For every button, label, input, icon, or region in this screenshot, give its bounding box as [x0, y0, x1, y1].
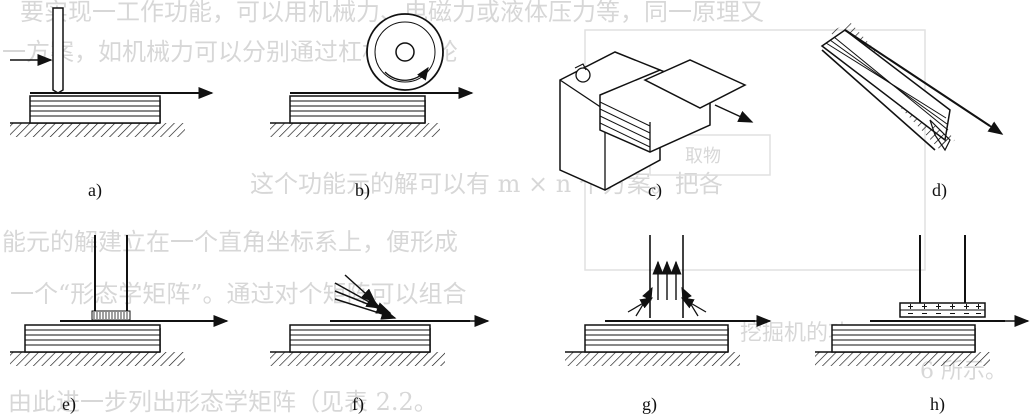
panel-label-a: a) [88, 180, 102, 201]
panel-label-f: f) [352, 394, 364, 415]
top-sheet [844, 29, 991, 127]
panel-label-h: h) [930, 394, 945, 415]
panel-label-g: g) [642, 394, 657, 415]
bg-line-4: 能元的解建立在一个直角坐标系上，便形成 [2, 228, 458, 256]
ramp-line [821, 49, 936, 151]
sheet-stack [584, 324, 729, 353]
panel-label-c: c) [648, 180, 662, 201]
panel-a: a) [10, 7, 214, 201]
sheet-stack [24, 324, 161, 353]
output-arrow [714, 104, 754, 123]
pusher-plate [52, 7, 64, 94]
output-arrow [974, 115, 1004, 135]
panel-b: b) [270, 13, 474, 201]
top-sheet [643, 59, 747, 109]
bg-line-3: 这个功能元的解可以有 m × n 个方案。把各 [250, 170, 723, 198]
panel-e: e) [10, 235, 229, 415]
friction-roller [366, 13, 444, 91]
sheet-stack [289, 95, 426, 124]
panel-label-d: d) [932, 180, 947, 201]
panel-label-e: e) [62, 394, 76, 415]
sheet-stack [29, 95, 161, 124]
sheet-stack [831, 324, 976, 353]
ground-hatch [270, 352, 445, 366]
adhesive-pad [91, 310, 131, 321]
panel-d: d) [820, 22, 1004, 201]
ground-hatch [565, 352, 740, 366]
sheet-stack [820, 29, 951, 142]
electrostatic-plate [899, 302, 986, 318]
bg-box-label: 取物 [685, 146, 721, 167]
air-jet-arrows [334, 274, 397, 320]
sheet-stack [289, 324, 431, 353]
ground-hatch [815, 352, 990, 366]
ground-hatch [10, 352, 185, 366]
bg-line-6: 由此进一步列出形态学矩阵（见表 2.2。 [8, 388, 438, 416]
stop-block [929, 119, 951, 152]
ground-hatch [10, 123, 185, 137]
suction-flow-arrows [627, 260, 707, 317]
panel-h: h) [815, 235, 1030, 415]
panel-label-b: b) [355, 180, 370, 201]
panel-g: g) [565, 235, 772, 415]
panel-c: c) [559, 51, 754, 201]
ground-hatch [270, 123, 440, 137]
panel-f: f) [270, 274, 490, 415]
bg-line-5: 一个“形态学矩阵”。通过对个矩阵可以组合 [10, 280, 467, 308]
